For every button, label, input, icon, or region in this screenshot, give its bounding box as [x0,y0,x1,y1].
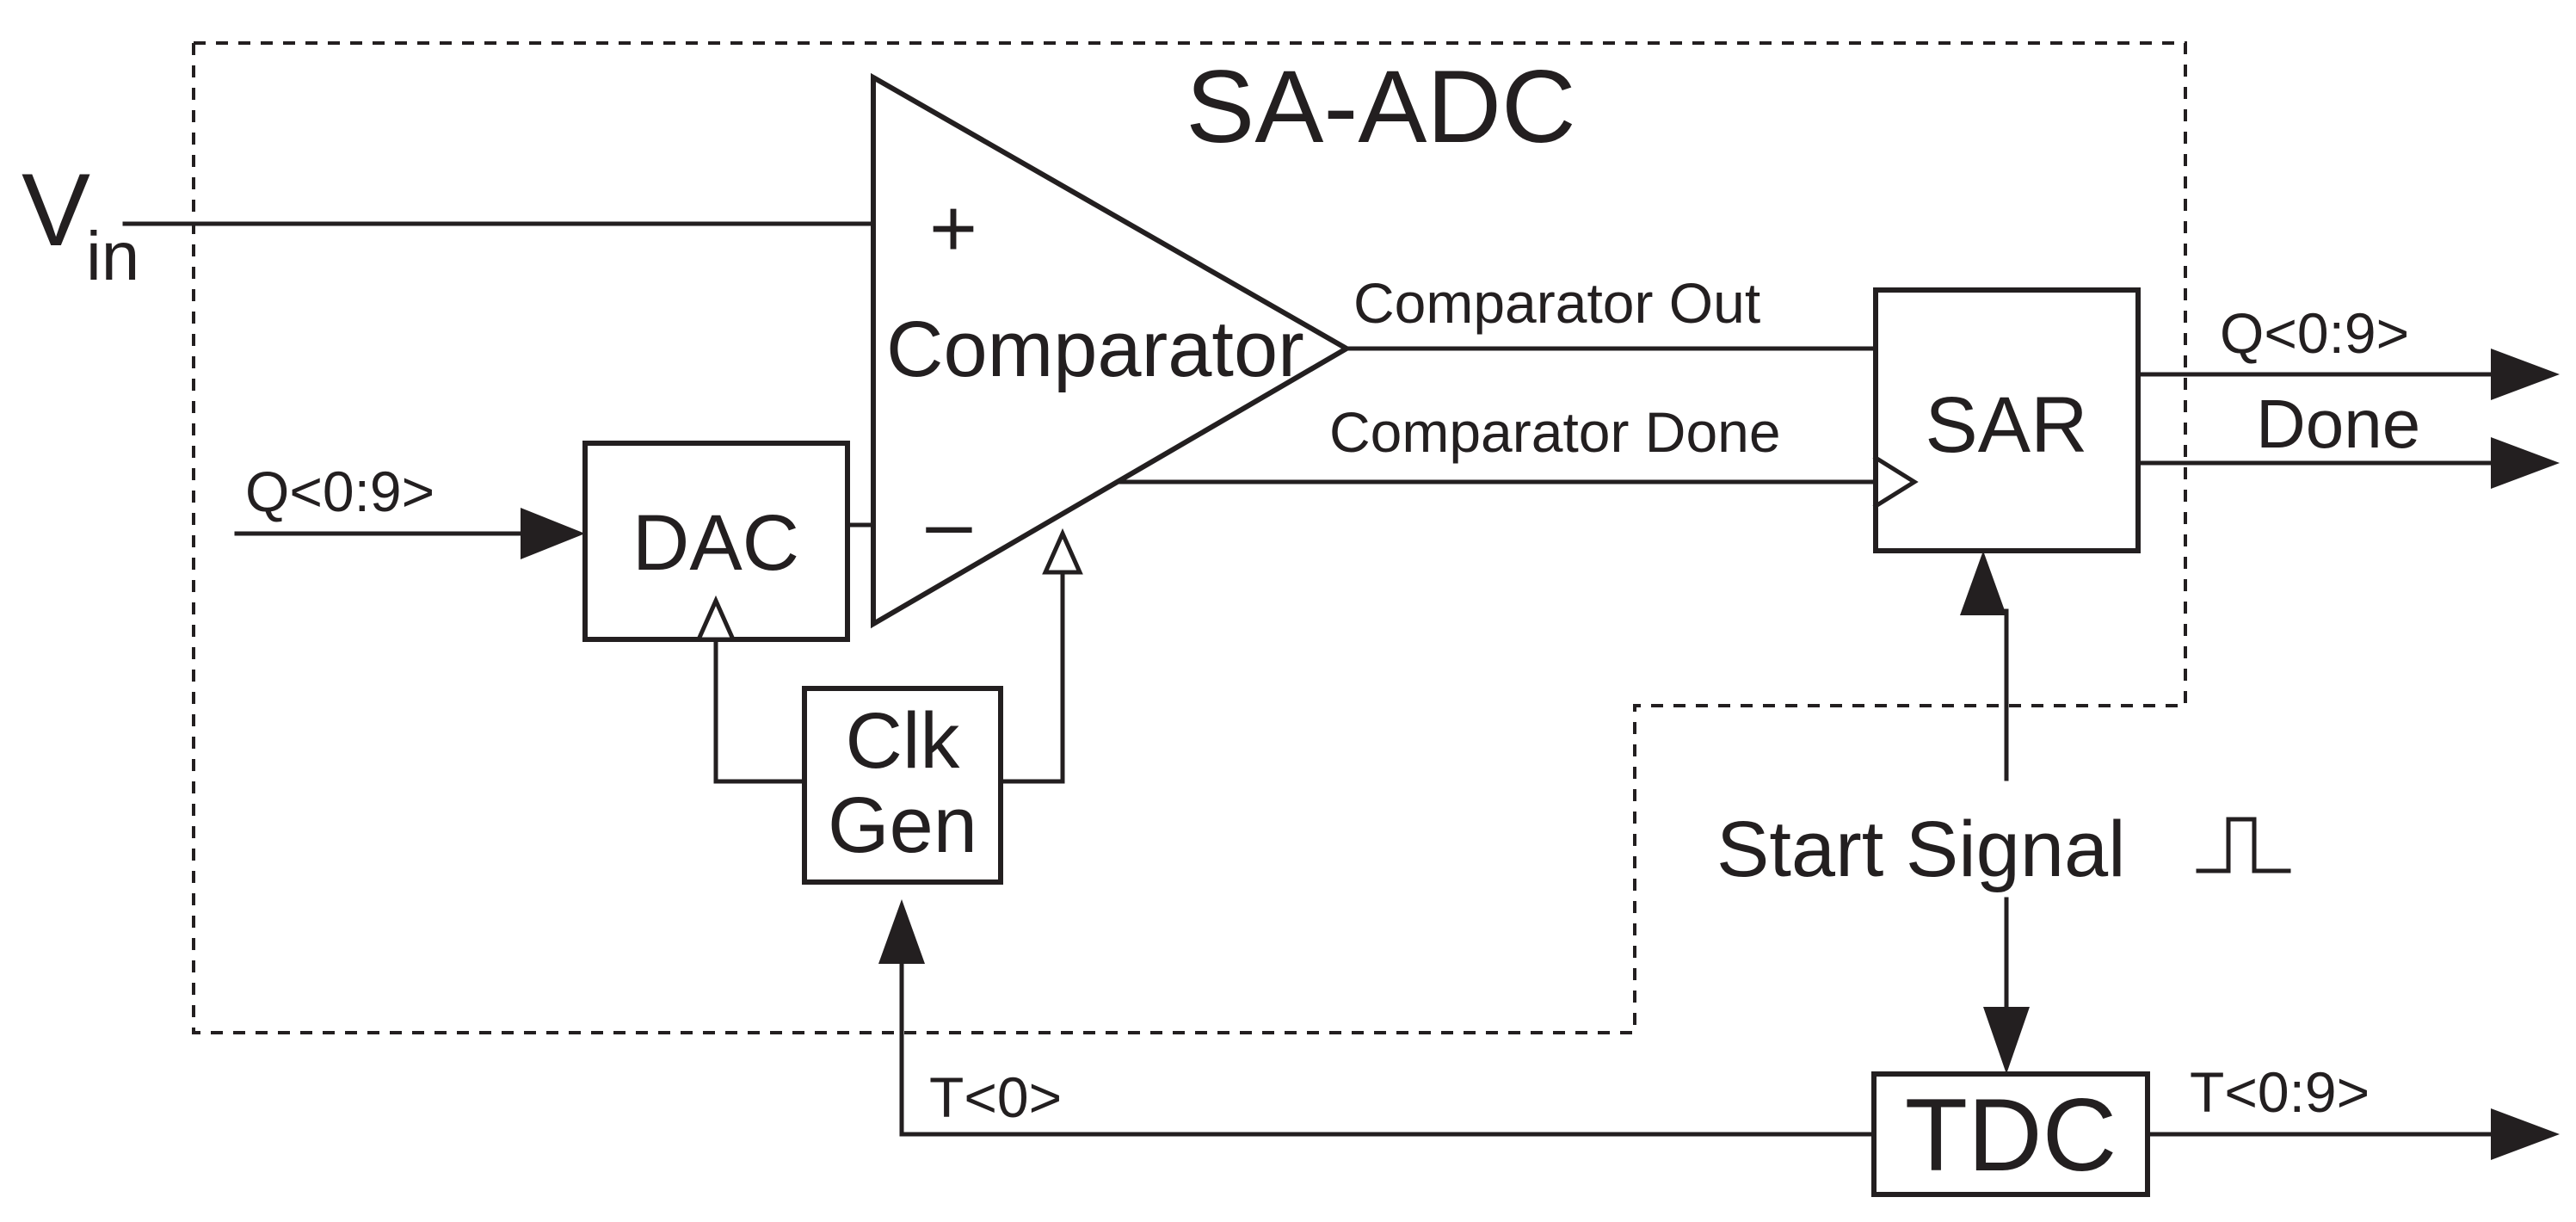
comparator-done-label: Comparator Done [1329,400,1781,464]
dac-input-label: Q<0:9> [245,460,434,523]
clk-gen-block [802,686,1003,885]
sa-adc-title: SA-ADC [1186,49,1575,164]
dac-label: DAC [632,499,799,587]
clkgen-to-dac-wire [713,637,807,784]
comparator-label: Comparator [886,306,1304,393]
t0-arrowhead [878,899,925,964]
start-signal-label: Start Signal [1716,805,2126,893]
dac-input-arrowhead [521,508,585,559]
sar-label: SAR [1925,381,2087,469]
comparator-out-label: Comparator Out [1353,271,1760,335]
comparator-clock-triangle [1042,528,1083,575]
done-arrowhead [2491,437,2560,489]
clk-gen-label-line1: Clk [846,697,961,785]
t0-wire [899,957,1877,1137]
start-pulse-icon [2196,817,2291,873]
tdc-out-arrowhead [2491,1108,2560,1160]
sar-block [1873,287,2141,553]
t0-label: T<0> [929,1065,1062,1129]
tdc-label: TDC [1905,1077,2117,1193]
sar-q-out-label: Q<0:9> [2220,301,2409,365]
minus-sign: – [926,477,972,569]
sa-adc-boundary [192,41,2187,1034]
plus-sign: + [929,182,977,275]
done-label: Done [2256,386,2420,462]
vin-subscript: in [86,218,139,294]
tdc-out-label: T<0:9> [2190,1060,2370,1124]
clk-gen-label-line2: Gen [828,781,977,869]
sar-q-out-arrowhead [2491,349,2560,400]
tdc-block [1871,1071,2150,1197]
start-signal-arrowhead-down [1983,1007,2030,1074]
clkgen-to-comparator-wire [998,570,1065,784]
comparator-block [871,72,1353,629]
sar-clock-input-triangle [1872,454,1919,509]
start-signal-arrowhead-up [1960,551,2006,615]
vin-label: V [22,152,90,268]
